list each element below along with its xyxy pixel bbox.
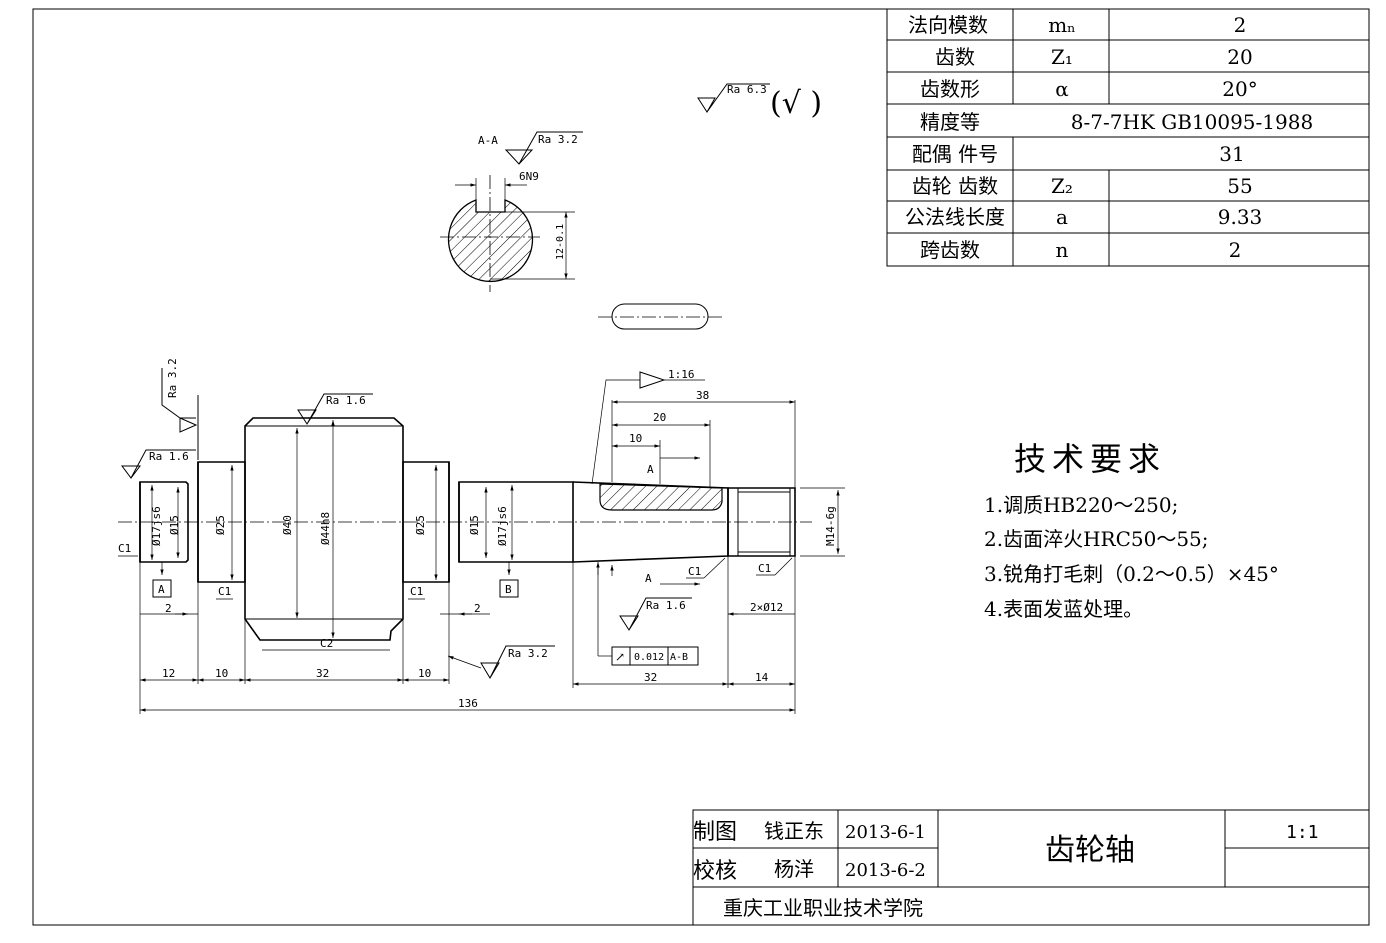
param-value-module: 2 bbox=[1234, 13, 1247, 37]
param-value-teeth: 20 bbox=[1227, 45, 1252, 69]
dim-phi15-right: Ø15 bbox=[468, 515, 481, 535]
param-name-angle: 齿数形 bbox=[920, 77, 980, 101]
svg-text:Ra 3.2: Ra 3.2 bbox=[508, 647, 548, 660]
section-label: A-A bbox=[478, 134, 498, 147]
drawn-by: 钱正东 bbox=[764, 819, 824, 843]
runout-tolerance-frame: ↗ 0.012 A-B bbox=[611, 646, 699, 666]
tech-requirement-3: 3.锐角打毛刺（0.2～0.5）×45° bbox=[984, 562, 1279, 586]
chamfer-c1-shoulder-right: C1 bbox=[410, 585, 423, 598]
svg-text:(√ ): (√ ) bbox=[770, 86, 822, 121]
drawn-label: 制图 bbox=[693, 820, 737, 845]
param-value-chordal-length: 9.33 bbox=[1218, 205, 1263, 229]
dim-phi40: Ø40 bbox=[281, 515, 294, 535]
chamfer-c1-thread: C1 bbox=[758, 562, 771, 575]
param-value-span-teeth: 2 bbox=[1229, 238, 1242, 262]
param-value-angle: 20° bbox=[1222, 77, 1257, 101]
dim-thread: M14-6g bbox=[824, 506, 837, 546]
dim-phi15-left: Ø15 bbox=[168, 515, 181, 535]
svg-text:Ra 1.6: Ra 1.6 bbox=[646, 599, 686, 612]
dim-phi25-right: Ø25 bbox=[414, 515, 427, 535]
param-name-accuracy: 精度等 bbox=[920, 110, 980, 134]
param-value-accuracy: 8-7-7HK GB10095-1988 bbox=[1071, 110, 1313, 134]
dim-len-10a: 10 bbox=[215, 667, 228, 680]
checked-date: 2013-6-2 bbox=[845, 860, 926, 881]
param-value-mate-part: 31 bbox=[1219, 142, 1244, 166]
scale: 1:1 bbox=[1286, 822, 1319, 843]
dim-len-10b: 10 bbox=[418, 667, 431, 680]
chamfer-c1-taper: C1 bbox=[688, 565, 701, 578]
tech-requirement-2: 2.齿面淬火HRC50～55; bbox=[984, 527, 1209, 551]
section-mark-a-top: A bbox=[647, 463, 654, 476]
dim-phi17-left: Ø17js6 bbox=[150, 506, 163, 546]
dim-phi44: Ø44h8 bbox=[319, 512, 332, 545]
part-name: 齿轮轴 bbox=[1045, 833, 1135, 868]
chamfer-c2: C2 bbox=[320, 637, 333, 650]
dim-2-left: 2 bbox=[165, 602, 172, 615]
checked-label: 校核 bbox=[693, 859, 737, 884]
param-name-chordal-length: 公法线长度 bbox=[905, 205, 1005, 229]
dim-len-12: 12 bbox=[162, 667, 175, 680]
param-name-module: 法向模数 bbox=[908, 13, 988, 37]
general-roughness-symbol: Ra 6.3 (√ ) bbox=[697, 83, 822, 121]
dim-groove: 2×Ø12 bbox=[750, 601, 783, 614]
param-name-teeth: 齿数 bbox=[935, 45, 975, 69]
section-mark-a-bottom: A bbox=[645, 572, 652, 585]
tech-requirement-4: 4.表面发蓝处理。 bbox=[984, 597, 1143, 621]
dim-len-32a: 32 bbox=[316, 667, 329, 680]
param-symbol-span-teeth: n bbox=[1056, 238, 1069, 262]
param-symbol-module: mₙ bbox=[1048, 13, 1076, 37]
roughness-bottom: Ra 3.2 bbox=[447, 645, 555, 679]
dim-total-136: 136 bbox=[458, 697, 478, 710]
roughness-taper: Ra 1.6 bbox=[596, 562, 692, 657]
svg-text:Ra 1.6: Ra 1.6 bbox=[149, 450, 189, 463]
dim-phi17-right: Ø17js6 bbox=[496, 506, 509, 546]
tech-requirements-title: 技术要求 bbox=[1014, 440, 1166, 478]
dim-10: 10 bbox=[629, 432, 642, 445]
param-value-mate-teeth: 55 bbox=[1227, 174, 1252, 198]
dim-phi25-left: Ø25 bbox=[214, 515, 227, 535]
tech-requirement-1: 1.调质HB220～250; bbox=[984, 493, 1178, 517]
dim-38: 38 bbox=[696, 389, 709, 402]
svg-text:Ra 3.2: Ra 3.2 bbox=[538, 133, 578, 146]
roughness-gear-top: Ra 1.6 bbox=[297, 393, 373, 425]
drawn-date: 2013-6-1 bbox=[845, 822, 926, 843]
title-block: 制图 钱正东 2013-6-1 校核 杨洋 2013-6-2 齿轮轴 1:1 重… bbox=[692, 809, 1370, 926]
param-name-mate-part: 配偶 件号 bbox=[912, 142, 998, 166]
roughness-journal-left: Ra 1.6 bbox=[121, 449, 196, 479]
datum-a: A bbox=[158, 583, 165, 596]
technical-requirements: 技术要求 1.调质HB220～250; 2.齿面淬火HRC50～55; 3.锐角… bbox=[984, 440, 1279, 621]
section-view-a-a: A-A Ra 3.2 6N9 12-0.1 bbox=[440, 131, 583, 292]
param-symbol-angle: α bbox=[1055, 77, 1069, 101]
datum-b: B bbox=[505, 583, 512, 596]
param-symbol-mate-teeth: Z₂ bbox=[1051, 174, 1073, 198]
dim-len-14: 14 bbox=[755, 671, 769, 684]
keyway-top-view bbox=[598, 303, 722, 330]
svg-text:0.012: 0.012 bbox=[634, 652, 664, 663]
param-name-span-teeth: 跨齿数 bbox=[920, 238, 980, 262]
svg-text:↗: ↗ bbox=[615, 650, 625, 664]
param-name-mate-teeth: 齿轮 齿数 bbox=[912, 174, 998, 198]
dim-20: 20 bbox=[653, 411, 666, 424]
roughness-left-end: Ra 3.2 bbox=[161, 358, 199, 460]
svg-text:Ra 6.3: Ra 6.3 bbox=[727, 83, 767, 96]
param-symbol-teeth: Z₁ bbox=[1051, 45, 1073, 69]
checked-by: 杨洋 bbox=[774, 857, 814, 881]
dim-taper: 1:16 bbox=[668, 368, 695, 381]
param-symbol-chordal-length: a bbox=[1056, 205, 1068, 229]
drawing-border bbox=[32, 8, 1370, 926]
dim-len-32b: 32 bbox=[644, 671, 657, 684]
shaft-main-view: Ø17js6 Ø15 Ø25 Ø40 Ø44h8 Ø25 Ø15 Ø17js6 … bbox=[118, 358, 845, 714]
chamfer-c1-left: C1 bbox=[118, 542, 131, 555]
gear-parameter-table: 法向模数 mₙ 2 齿数 Z₁ 20 齿数形 α 20° 精度等 8-7-7HK… bbox=[886, 8, 1370, 267]
school-name: 重庆工业职业技术学院 bbox=[723, 896, 923, 920]
chamfer-c1-shoulder-left: C1 bbox=[218, 585, 231, 598]
svg-text:A-B: A-B bbox=[670, 652, 688, 663]
svg-text:Ra 3.2: Ra 3.2 bbox=[166, 358, 179, 398]
svg-text:Ra 1.6: Ra 1.6 bbox=[326, 394, 366, 407]
dim-2-right: 2 bbox=[474, 602, 481, 615]
svg-text:6N9: 6N9 bbox=[519, 170, 539, 183]
svg-text:12-0.1: 12-0.1 bbox=[555, 224, 566, 260]
